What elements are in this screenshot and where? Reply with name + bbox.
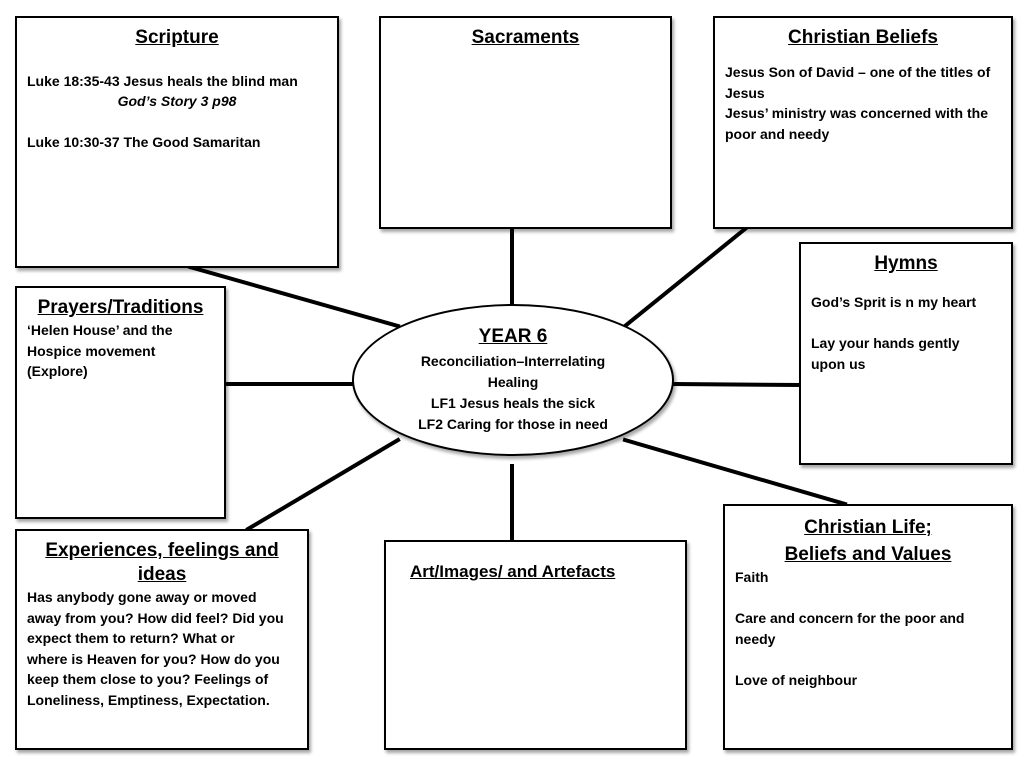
connector-scripture <box>187 264 401 329</box>
hymn-2: Lay your hands gently <box>811 335 960 351</box>
scripture-reading-2: Luke 10:30-37 The Good Samaritan <box>27 134 261 150</box>
hymn-2-cont: upon us <box>811 355 866 372</box>
center-line: Healing <box>487 374 539 390</box>
sacraments-title: Sacraments <box>471 27 580 48</box>
prayers-line: Hospice movement <box>27 342 156 359</box>
christian-life-title: Christian Life; <box>804 517 932 538</box>
experiences-line: Has anybody gone away or moved <box>27 589 257 605</box>
connector-christian-life <box>622 437 848 507</box>
christian-life-line: needy <box>735 630 776 647</box>
art-images-artefacts-box: Art/Images/ and Artefacts <box>384 540 687 750</box>
christian-beliefs-line: Jesus’ ministry was concerned with the <box>725 105 988 121</box>
christian-life-line: Faith <box>735 569 769 585</box>
hymns-box: Hymns God’s Sprit is n my heart Lay your… <box>799 242 1013 465</box>
prayers-line: (Explore) <box>27 363 88 379</box>
scripture-box: Scripture Luke 18:35-43 Jesus heals the … <box>15 16 339 268</box>
scripture-title: Scripture <box>135 27 219 48</box>
christian-beliefs-title: Christian Beliefs <box>788 27 938 48</box>
christian-beliefs-line: Jesus <box>725 84 765 101</box>
christian-beliefs-line: poor and needy <box>725 125 830 142</box>
center-line: LF2 Caring for those in need <box>418 416 608 432</box>
prayers-traditions-box: Prayers/Traditions ‘Helen House’ and the… <box>15 286 226 519</box>
center-line: Reconciliation–Interrelating <box>420 353 606 369</box>
experiences-line: away from you? How did feel? Did you <box>27 609 284 626</box>
christian-beliefs-box: Christian Beliefs Jesus Son of David – o… <box>713 16 1013 229</box>
experiences-line: where is Heaven for you? How do you <box>27 650 280 667</box>
center-title: YEAR 6 <box>478 326 548 347</box>
christian-life-line: Love of neighbour <box>735 671 858 688</box>
art-title: Art/Images/ and Artefacts <box>410 562 616 581</box>
christian-life-line: Care and concern for the poor and <box>735 610 965 626</box>
center-topic-ellipse: YEAR 6 Reconciliation–Interrelating Heal… <box>352 304 674 456</box>
experiences-title-cont: ideas <box>137 564 187 585</box>
connector-experiences <box>245 437 401 532</box>
christian-life-box: Christian Life; Beliefs and Values Faith… <box>723 504 1013 750</box>
connector-christian-beliefs <box>622 226 748 329</box>
hymn-1: God’s Sprit is n my heart <box>811 294 977 310</box>
connector-hymns <box>671 381 802 388</box>
hymns-title: Hymns <box>874 253 938 274</box>
experiences-box: Experiences, feelings and ideas Has anyb… <box>15 529 309 750</box>
experiences-line: keep them close to you? Feelings of <box>27 671 269 687</box>
scripture-reading-1: Luke 18:35-43 Jesus heals the blind man <box>27 72 298 89</box>
experiences-line: Loneliness, Emptiness, Expectation. <box>27 691 270 708</box>
sacraments-box: Sacraments <box>379 16 672 229</box>
experiences-title: Experiences, feelings and <box>45 540 279 561</box>
prayers-traditions-title: Prayers/Traditions <box>37 297 204 318</box>
prayers-line: ‘Helen House’ and the <box>27 322 173 338</box>
christian-life-title-cont: Beliefs and Values <box>784 544 952 565</box>
experiences-line: expect them to return? What or <box>27 630 235 646</box>
center-line: LF1 Jesus heals the sick <box>430 395 596 411</box>
christian-beliefs-line: Jesus Son of David – one of the titles o… <box>725 64 991 80</box>
scripture-book-ref: God’s Story 3 p98 <box>117 93 237 109</box>
